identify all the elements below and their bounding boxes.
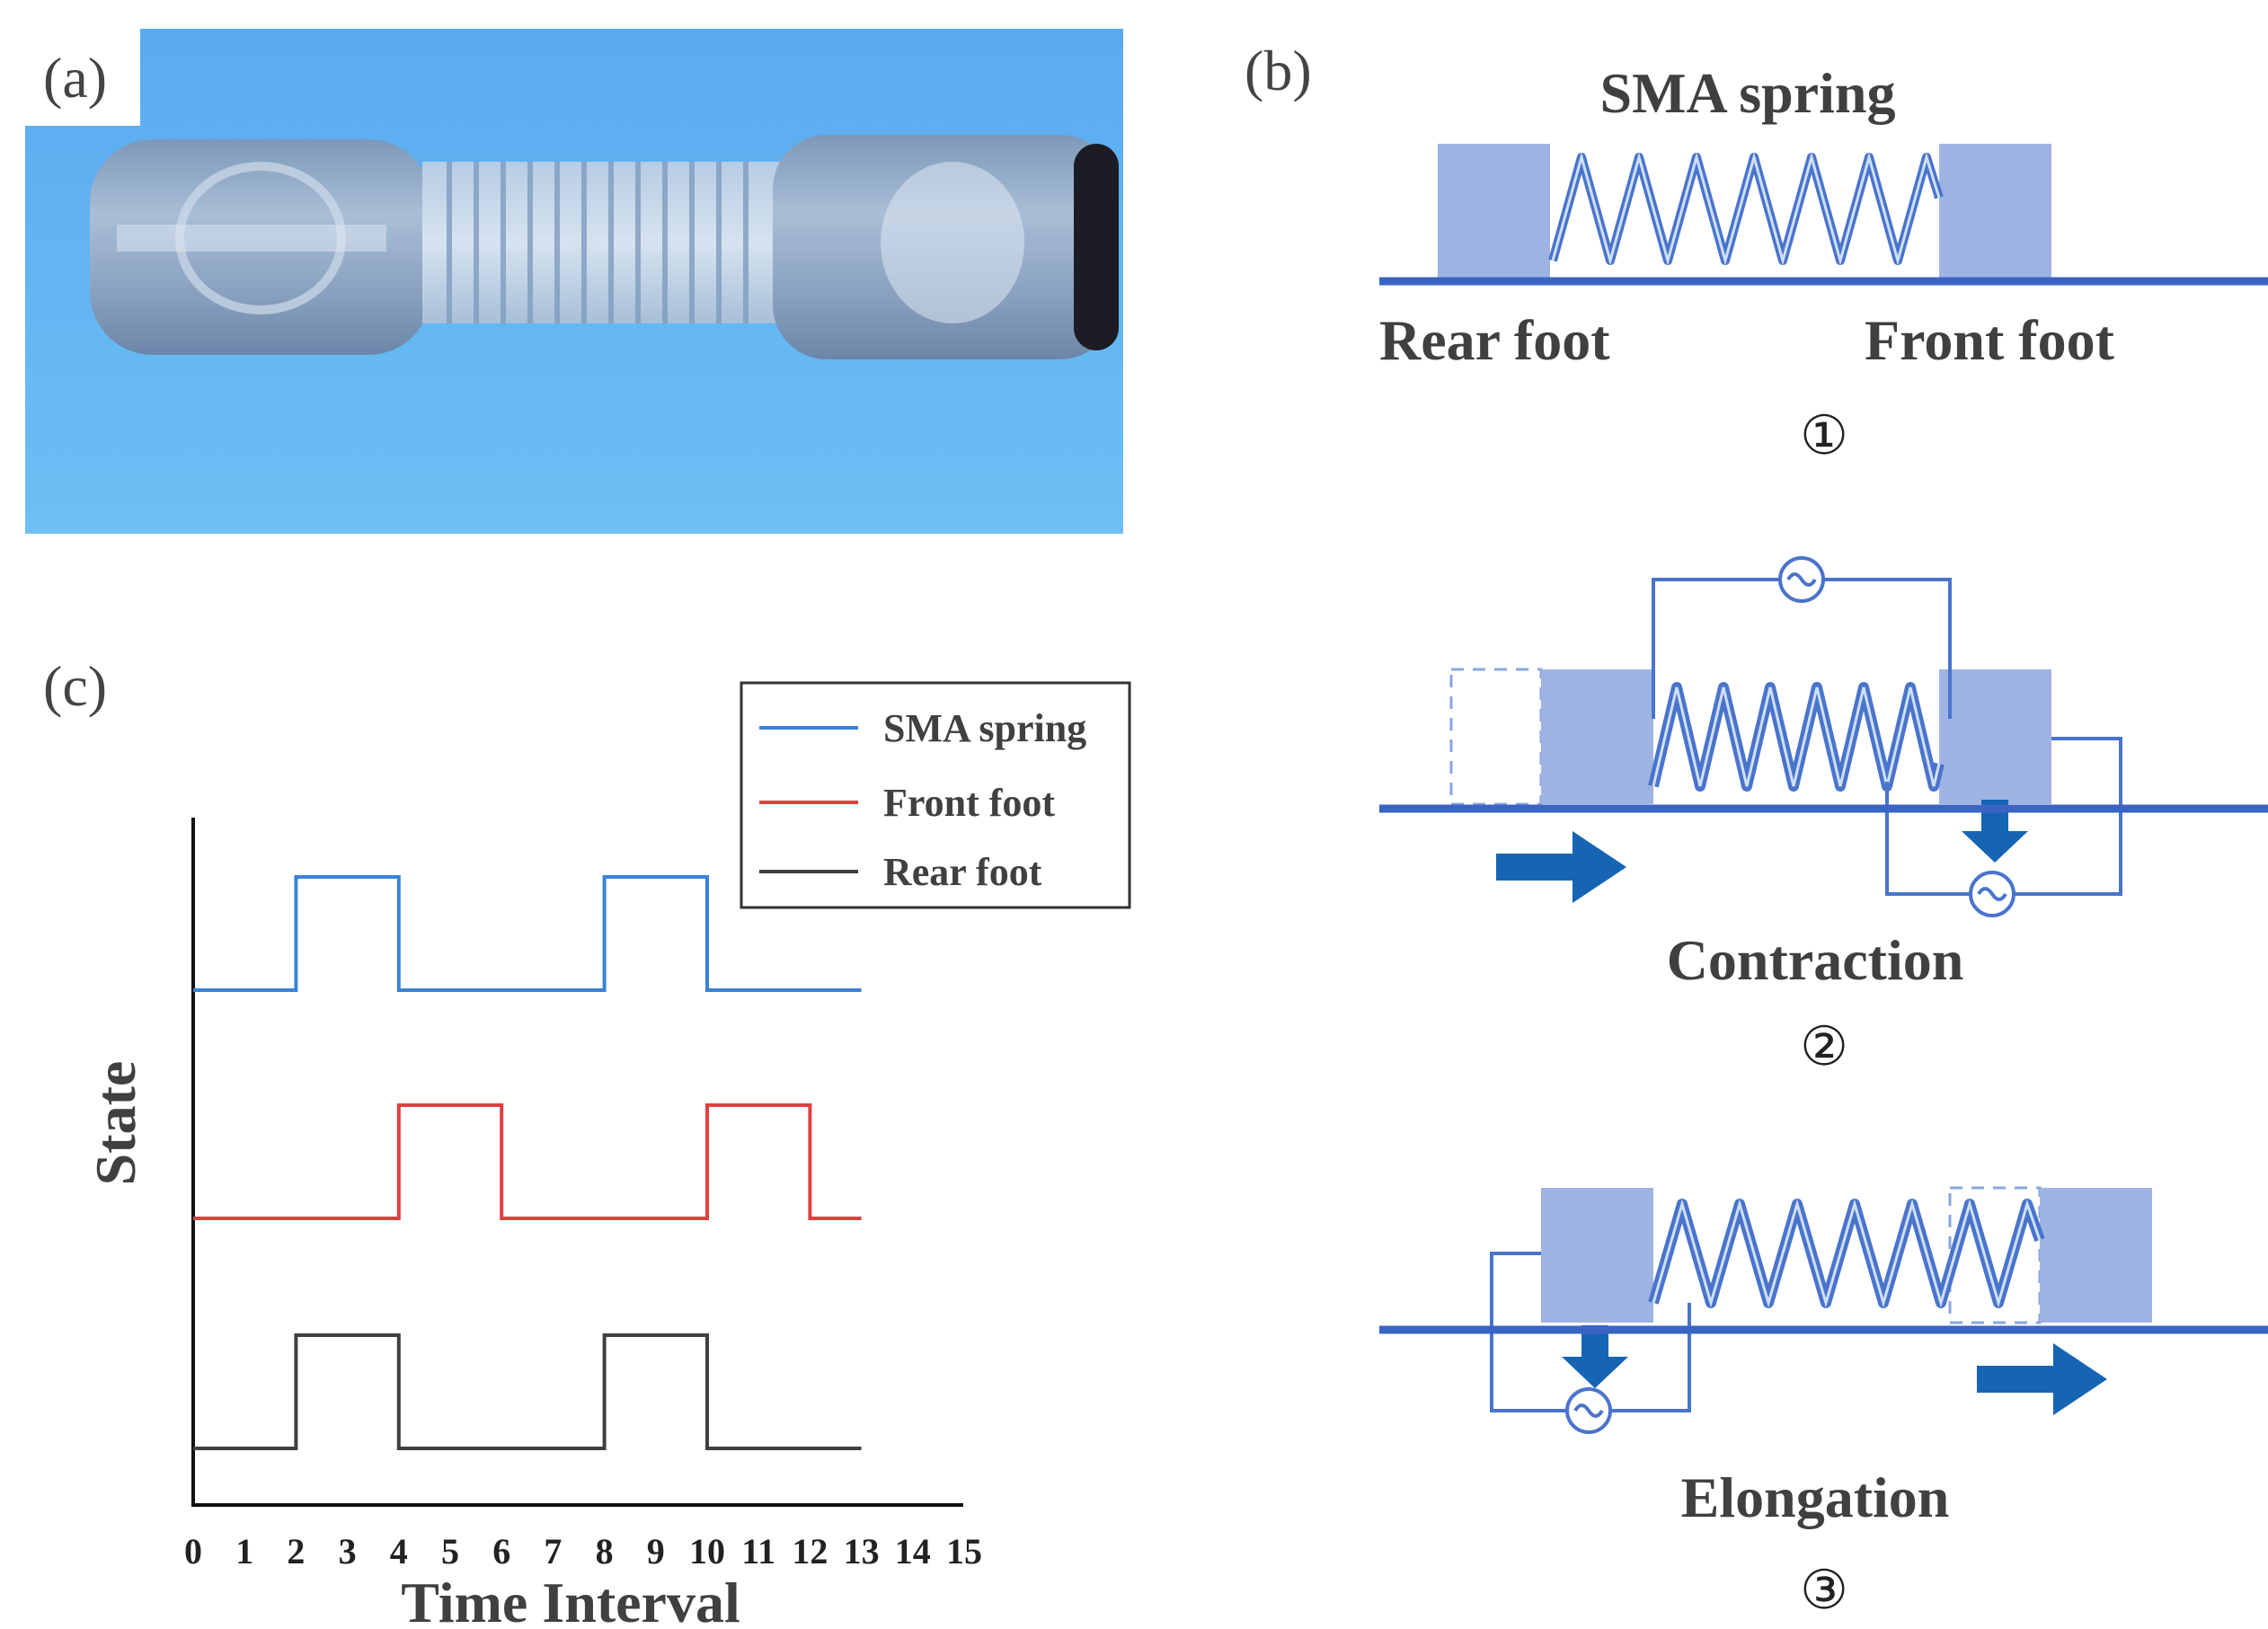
contraction-label: Contraction (1667, 928, 1964, 992)
panel-b-label: (b) (1245, 39, 1312, 102)
x-tick-label: 10 (689, 1531, 725, 1571)
panel-c-label: (c) (43, 654, 107, 718)
legend-label: Rear foot (883, 850, 1042, 894)
sma-spring (1548, 153, 1944, 265)
x-tick-label: 11 (741, 1531, 775, 1571)
x-tick-label: 15 (946, 1531, 982, 1571)
legend-label: SMA spring (883, 706, 1086, 750)
rear-foot-circuit (1490, 1252, 1691, 1412)
rear-foot-block (1438, 144, 1550, 279)
right-arrow-icon (1496, 831, 1626, 903)
front-foot-block-3 (2040, 1188, 2152, 1323)
step-3-number: ③ (1800, 1561, 1848, 1620)
robot-photo (90, 135, 1119, 359)
rear-foot-label: Rear foot (1379, 308, 1610, 372)
series-line-sma-spring (193, 875, 862, 992)
series-line-front-foot (193, 1103, 862, 1220)
x-tick-label: 1 (235, 1531, 253, 1571)
y-axis-title: State (84, 1061, 147, 1186)
sma-spring-title: SMA spring (1600, 61, 1896, 125)
front-foot-block-2 (1939, 669, 2051, 804)
x-tick-label: 2 (287, 1531, 305, 1571)
x-tick-label: 5 (441, 1531, 459, 1571)
x-tick-label: 3 (339, 1531, 357, 1571)
panel-b: (b) SMA spring Rear foot Front foot ① (1245, 39, 2268, 1620)
x-tick-label: 9 (647, 1531, 665, 1571)
x-tick-label: 8 (596, 1531, 614, 1571)
x-tick-label: 7 (544, 1531, 562, 1571)
front-foot-block (1939, 144, 2051, 279)
panel-a-label: (a) (43, 46, 107, 110)
step-1-number: ① (1800, 406, 1848, 465)
x-tick-label: 13 (844, 1531, 880, 1571)
elongation-label: Elongation (1681, 1465, 1950, 1529)
photo-label-box (25, 29, 140, 126)
x-tick-label: 4 (390, 1531, 408, 1571)
x-tick-label: 12 (792, 1531, 828, 1571)
step-2-diagram: Contraction ② (1379, 556, 2268, 1076)
legend-label: Front foot (883, 781, 1055, 825)
series-lines (193, 875, 862, 1450)
rear-foot-block-2 (1541, 669, 1653, 804)
down-arrow-icon (1962, 800, 2028, 863)
rear-foot-block-3 (1541, 1188, 1653, 1323)
panel-a: (a) (25, 29, 1123, 534)
right-arrow-icon-2 (1977, 1343, 2107, 1415)
x-tick-label: 14 (895, 1531, 931, 1571)
x-axis-title: Time Interval (401, 1571, 740, 1625)
series-line-rear-foot (193, 1333, 862, 1450)
front-foot-label: Front foot (1865, 308, 2115, 372)
step-3-diagram: Elongation ③ (1379, 1186, 2268, 1620)
step-2-number: ② (1800, 1017, 1848, 1076)
front-foot-circuit (1885, 737, 2122, 896)
x-tick-label: 6 (492, 1531, 510, 1571)
elongated-spring (1648, 1199, 2045, 1308)
x-tick-label: 0 (184, 1531, 202, 1571)
previous-rear-position (1449, 668, 1543, 806)
step-1-diagram: Rear foot Front foot ① (1379, 144, 2268, 465)
down-arrow-icon-2 (1562, 1325, 1628, 1388)
